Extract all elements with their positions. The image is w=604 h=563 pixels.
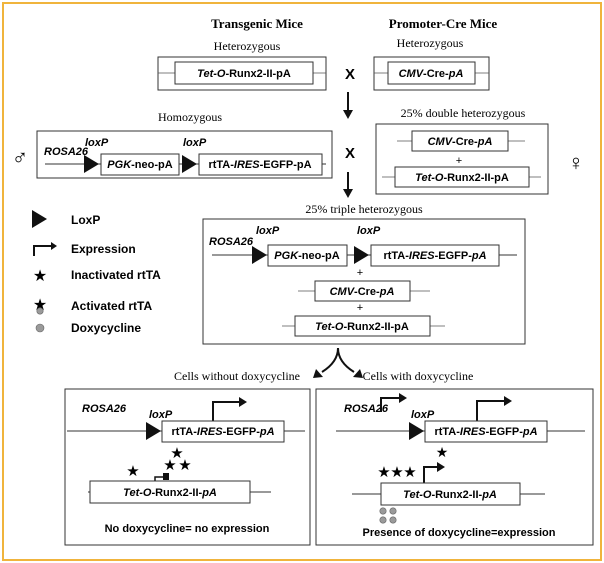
legend-inactivated-star: ★ <box>33 268 47 285</box>
outcome-no-dox: No doxycycline= no expression <box>105 523 270 535</box>
svg-text:ROSA26: ROSA26 <box>209 236 254 248</box>
legend-loxp-triangle <box>32 210 47 228</box>
label-heterozygous-right: Heterozygous <box>397 36 464 50</box>
legend-activated-star: ★ <box>33 297 47 314</box>
svg-text:+: + <box>357 267 363 279</box>
svg-text:loxP: loxP <box>85 137 109 149</box>
legend-expression-label: Expression <box>71 242 136 256</box>
svg-text:CMV-Cre-pA: CMV-Cre-pA <box>428 136 493 148</box>
panel-with-dox: ROSA26 loxP rtTA-IRES-EGFP-pA ★ ★ ★ ★ Te… <box>315 388 594 546</box>
svg-text:loxP: loxP <box>183 137 207 149</box>
arrow-down-2 <box>343 172 353 198</box>
svg-text:loxP: loxP <box>411 409 435 421</box>
cmv-cre-construct-top: CMV-Cre-pA <box>373 56 490 91</box>
svg-text:★: ★ <box>390 464 403 481</box>
header-promoter-cre: Promoter-Cre Mice <box>389 16 498 31</box>
teto-runx2-construct-top: Tet-O-Runx2-II-pA <box>157 56 327 91</box>
cross-symbol-mid: X <box>345 145 355 162</box>
label-double-het: 25% double heterozygous <box>401 106 526 120</box>
legend-expression-arrow <box>33 245 52 256</box>
svg-text:rtTA-IRES-EGFP-pA: rtTA-IRES-EGFP-pA <box>434 426 537 438</box>
svg-text:rtTA-IRES-EGFP-pA: rtTA-IRES-EGFP-pA <box>171 426 274 438</box>
arrow-down-1 <box>343 92 353 119</box>
label-homozygous: Homozygous <box>158 110 222 124</box>
svg-text:loxP: loxP <box>256 225 280 237</box>
svg-text:PGK-neo-pA: PGK-neo-pA <box>107 159 172 171</box>
label-with-dox: Cells with doxycycline <box>363 369 474 383</box>
svg-text:Tet-O-Runx2-II-pA: Tet-O-Runx2-II-pA <box>197 68 291 80</box>
svg-text:Tet-O-Runx2-II-pA: Tet-O-Runx2-II-pA <box>415 172 509 184</box>
svg-text:Tet-O-Runx2-II-pA: Tet-O-Runx2-II-pA <box>123 487 217 499</box>
cross-symbol-top: X <box>345 66 355 83</box>
legend-activated-dox <box>36 307 44 315</box>
male-symbol: ♂ <box>12 145 29 170</box>
legend: LoxP Expression ★ Inactivated rtTA ★ Act… <box>32 210 161 335</box>
legend-inactivated-label: Inactivated rtTA <box>71 268 161 282</box>
svg-text:CMV-Cre-pA: CMV-Cre-pA <box>399 68 464 80</box>
rosa26-construct-homozygous: ROSA26 loxP PGK-neo-pA loxP rtTA-IRES-EG… <box>36 130 333 179</box>
svg-text:loxP: loxP <box>357 225 381 237</box>
label-without-dox: Cells without doxycycline <box>174 369 300 383</box>
svg-text:ROSA26: ROSA26 <box>82 403 127 415</box>
svg-text:+: + <box>357 302 363 314</box>
svg-text:★: ★ <box>178 457 191 474</box>
svg-text:★: ★ <box>126 463 139 480</box>
legend-activated-label: Activated rtTA <box>71 299 152 313</box>
svg-text:+: + <box>456 155 462 167</box>
svg-text:ROSA26: ROSA26 <box>344 403 389 415</box>
triple-het-box: ROSA26 loxP PGK-neo-pA loxP rtTA-IRES-EG… <box>202 218 526 345</box>
svg-text:rtTA-IRES-EGFP-pA: rtTA-IRES-EGFP-pA <box>208 159 311 171</box>
legend-dox-dot <box>35 323 45 333</box>
svg-text:★: ★ <box>377 464 390 481</box>
panel-without-dox: ROSA26 loxP rtTA-IRES-EGFP-pA ★ ★ ★ ★ Te… <box>64 388 311 546</box>
svg-text:Tet-O-Runx2-II-pA: Tet-O-Runx2-II-pA <box>403 489 497 501</box>
svg-text:Tet-O-Runx2-II-pA: Tet-O-Runx2-II-pA <box>315 321 409 333</box>
label-triple-het: 25% triple heterozygous <box>305 202 423 216</box>
female-symbol: ♀ <box>568 150 585 175</box>
svg-text:ROSA26: ROSA26 <box>44 146 89 158</box>
double-het-box: CMV-Cre-pA + Tet-O-Runx2-II-pA <box>375 123 549 195</box>
split-arrow <box>313 347 363 378</box>
svg-text:loxP: loxP <box>149 409 173 421</box>
svg-text:★: ★ <box>163 457 176 474</box>
svg-text:★: ★ <box>436 444 449 460</box>
svg-text:rtTA-IRES-EGFP-pA: rtTA-IRES-EGFP-pA <box>383 250 486 262</box>
legend-dox-label: Doxycycline <box>71 321 141 335</box>
svg-text:PGK-neo-pA: PGK-neo-pA <box>274 250 339 262</box>
legend-loxp-label: LoxP <box>71 213 100 227</box>
label-heterozygous-left: Heterozygous <box>214 39 281 53</box>
header-transgenic: Transgenic Mice <box>211 16 303 31</box>
svg-text:★: ★ <box>403 464 416 481</box>
svg-text:★: ★ <box>170 445 183 462</box>
svg-text:CMV-Cre-pA: CMV-Cre-pA <box>330 286 395 298</box>
outcome-with-dox: Presence of doxycycline=expression <box>363 527 556 539</box>
